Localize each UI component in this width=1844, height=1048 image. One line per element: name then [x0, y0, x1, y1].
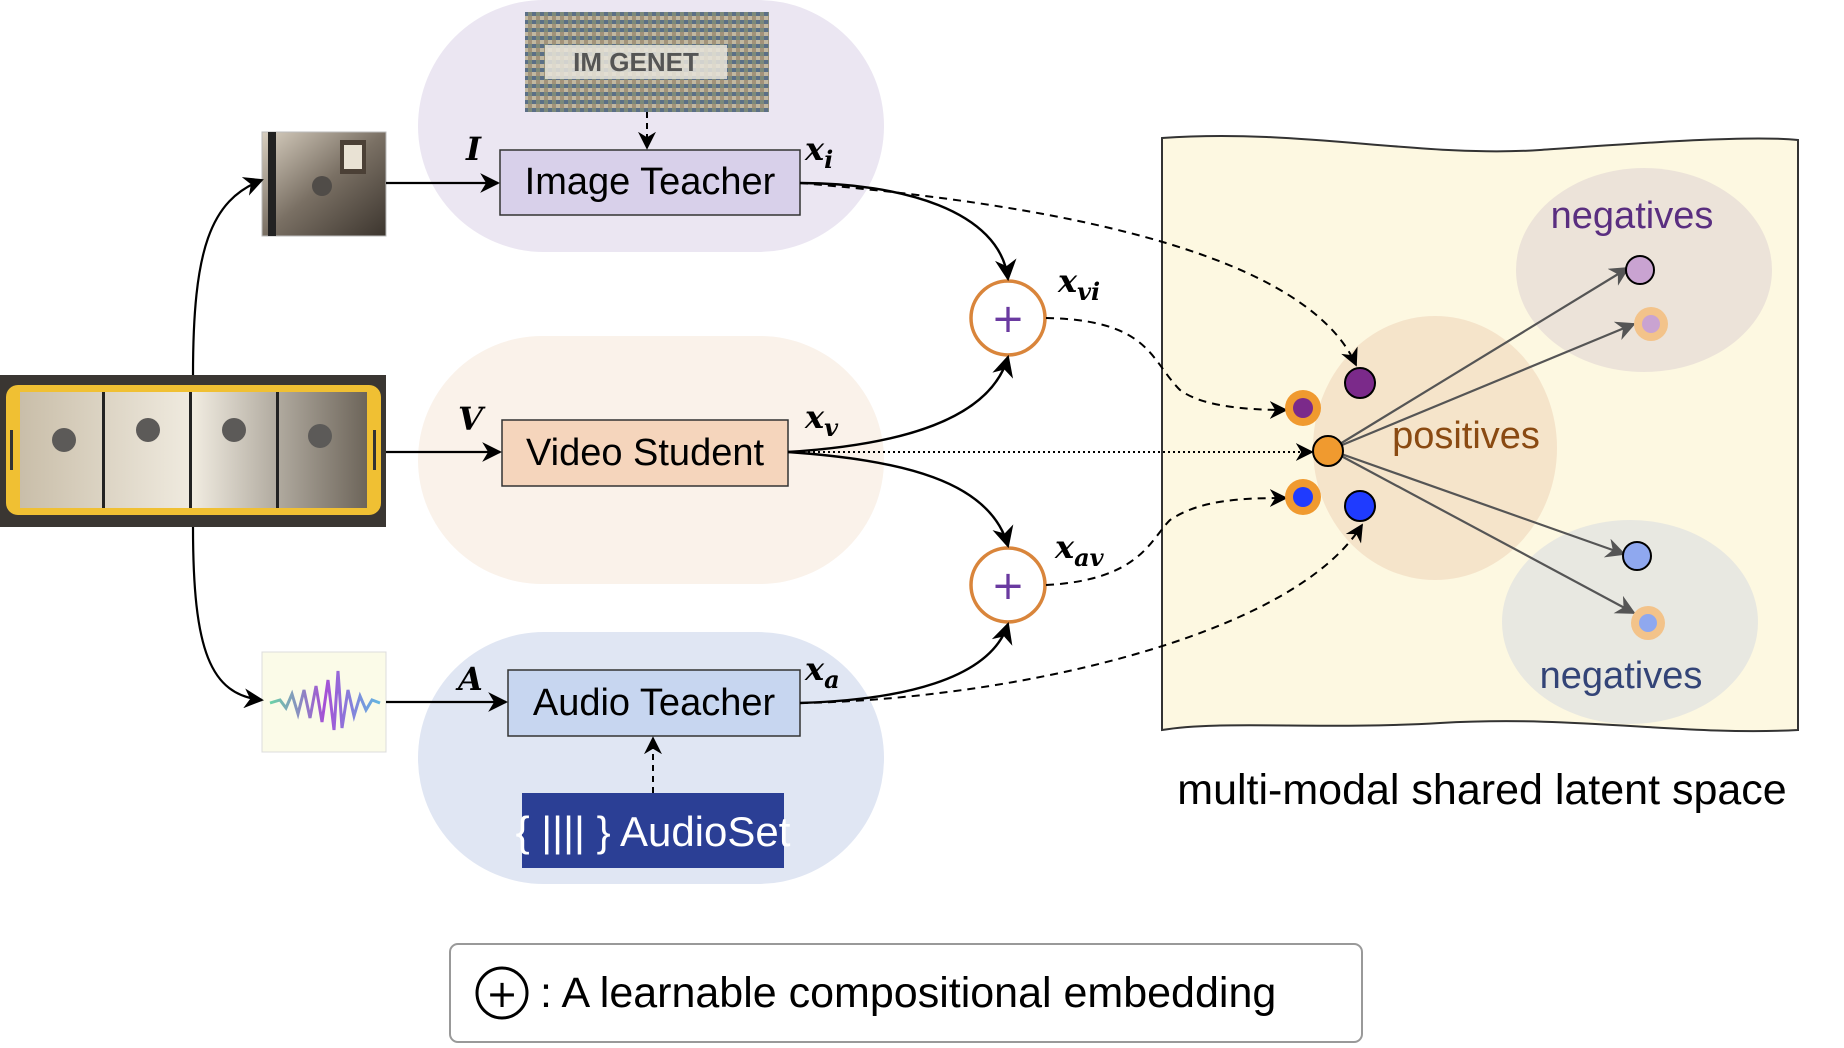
embedding-label-xav: xav	[1054, 528, 1105, 572]
drummer-image-icon	[261, 131, 387, 237]
input-label-video: V	[458, 400, 486, 438]
point-video-image	[1285, 390, 1321, 426]
point-audio-video	[1285, 479, 1321, 515]
arrow-anchor-to-neg1	[1329, 266, 1630, 451]
legend-text: : A learnable compositional embedding	[540, 969, 1276, 1017]
legend-box	[449, 943, 1363, 1043]
negatives-top-label: negatives	[1551, 195, 1714, 237]
arrow-xa-to-latent	[799, 523, 1363, 704]
arrow-xav-to-latent	[1045, 489, 1288, 586]
negatives-bottom-region	[1502, 520, 1758, 724]
point-audio	[1344, 490, 1376, 522]
negative-point-3	[1622, 541, 1652, 571]
embedding-label-xi: xi	[804, 130, 833, 174]
point-anchor-video	[1312, 435, 1344, 467]
arrow-anchor-to-neg3	[1329, 448, 1626, 558]
embedding-label-xv: xv	[804, 398, 839, 442]
svg-text:+: +	[991, 296, 1025, 342]
plus-circle-av: +	[969, 546, 1047, 624]
latent-space-title: multi-modal shared latent space	[1177, 766, 1786, 814]
video-student-label: Video Student	[526, 432, 764, 474]
point-image	[1344, 367, 1376, 399]
arrow-xa-to-plus	[799, 621, 1013, 705]
image-teacher-box	[499, 149, 801, 216]
arrow-anchor-to-neg2	[1329, 321, 1636, 452]
positives-label: positives	[1392, 415, 1540, 457]
arrow-video-to-audio	[191, 526, 264, 709]
negative-point-1	[1625, 255, 1655, 285]
arrow-xv-to-plus-av	[787, 450, 1014, 549]
legend-plus-symbol: +	[486, 972, 518, 1016]
arrow-video-to-image	[191, 177, 264, 376]
legend-plus-circle-icon	[475, 966, 529, 1020]
svg-text:+: +	[991, 563, 1025, 609]
plus-circle-vi: +	[969, 279, 1047, 357]
audio-teacher-box	[507, 669, 801, 737]
imagenet-logo: IM GENET	[525, 12, 769, 112]
audioset-logo: { |||| } AudioSet	[516, 793, 791, 868]
legend: + : A learnable compositional embedding	[449, 943, 1363, 1043]
negatives-bottom-label: negatives	[1540, 655, 1703, 697]
audioset-logo-text: { |||| } AudioSet	[516, 808, 791, 855]
embedding-label-xa: xa	[804, 650, 840, 694]
image-teacher-label: Image Teacher	[525, 161, 776, 203]
imagenet-logo-text: IM GENET	[573, 47, 699, 77]
arrow-xi-to-plus	[799, 181, 1017, 282]
waveform-icon	[261, 651, 387, 753]
audio-teacher-label: Audio Teacher	[533, 682, 776, 724]
embedding-label-xvi: xvi	[1057, 262, 1100, 306]
arrow-xvi-to-latent	[1045, 317, 1288, 419]
negative-point-4	[1631, 606, 1665, 640]
arrow-anchor-to-neg4	[1329, 449, 1636, 614]
input-label-audio: A	[455, 660, 483, 698]
negative-point-2	[1634, 307, 1668, 341]
arrow-xi-to-latent	[799, 182, 1358, 367]
input-label-image: I	[465, 130, 482, 168]
video-strip-icon	[0, 375, 386, 527]
arrow-xv-to-plus-vi	[787, 354, 1014, 454]
